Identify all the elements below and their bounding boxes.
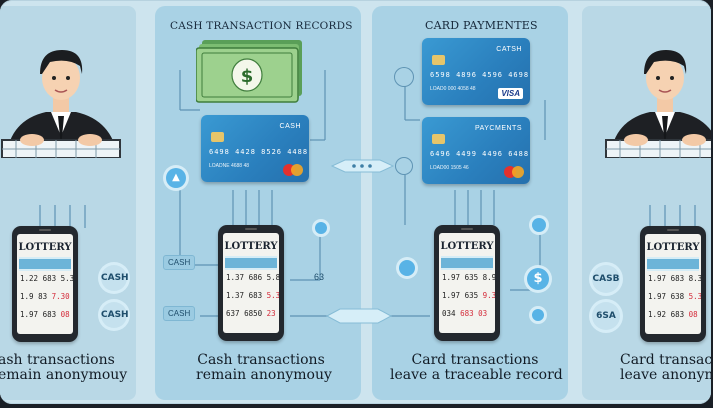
cash-panel-title: CASH TRANSACTION RECORDS (170, 20, 353, 32)
phone-screen: LOTTERY 1.97 683 8.30 1.97 638 5.30 1.92… (645, 234, 701, 334)
node-dot (532, 218, 546, 232)
ticket-row: 1.97 638 5.30 (648, 292, 701, 301)
card-holder: LOADNE 4688 48 (209, 163, 250, 169)
node-dot (532, 309, 544, 321)
card-label: CATSH (496, 46, 522, 53)
ticket-row: 034 683 03 (442, 309, 488, 318)
caption-line: remain anonymouy (196, 367, 332, 383)
ticket-row: 1.97 635 9.38 (442, 291, 495, 300)
caption-line: leave anonymou (620, 367, 711, 383)
card-number: 6498 4428 8526 4488 (209, 148, 309, 156)
card-holder: LOAD0 000 4058 48 (430, 86, 476, 92)
caption-line: Card transactions (411, 352, 539, 368)
clerk-illustration-right (600, 28, 711, 158)
cash-card: CASH 6498 4428 8526 4488 LOADNE 4688 48 (201, 115, 309, 182)
node-dot (315, 222, 327, 234)
visa-logo: VISA (498, 88, 523, 99)
screen-banner (647, 257, 699, 271)
phone-title: LOTTERY (646, 242, 700, 253)
phone-screen: LOTTERY 1.37 686 5.80 1.37 683 5.30 637 … (223, 233, 279, 333)
user-icon-cash: ▲ (166, 168, 186, 188)
check-icon (399, 260, 415, 276)
card-panel-title: CARD PAYMENTES (425, 19, 538, 32)
screen-banner (225, 256, 277, 270)
payments-card: PAYCMENTS 6496 4499 4496 6488 LOAD00 150… (422, 117, 530, 184)
mastercard-logo (504, 166, 524, 178)
lottery-phone-cash: LOTTERY 1.37 686 5.80 1.37 683 5.30 637 … (218, 225, 284, 341)
cash-bubble: CASH (101, 265, 129, 291)
phone-notch (461, 228, 473, 230)
cash-bubble-2: CASH (101, 302, 129, 328)
ticket-row: 1.97 683 8.30 (648, 274, 701, 283)
cash-tag-top: CASH (163, 255, 196, 270)
card-chip (211, 132, 224, 142)
caption-line: Cash transactions (197, 352, 325, 368)
caption-cash: Cash transactions remain anonymouy (196, 352, 332, 383)
visa-card: CATSH 6598 4896 4596 4698 LOAD0 000 4058… (422, 38, 530, 105)
card-label: PAYCMENTS (474, 125, 522, 132)
caption-line: emain anonymouy (0, 367, 128, 383)
caption-left: ash transactions emain anonymouy (0, 353, 127, 383)
phone-screen: LOTTERY 1.22 683 5.30 1.9 83 7.30 1.97 6… (17, 234, 73, 334)
card-number: 6496 4499 4496 6488 (430, 150, 530, 158)
caption-line: leave a traceable record (390, 367, 563, 383)
phone-screen: LOTTERY 1.97 635 8.95 1.97 635 9.38 034 … (439, 233, 495, 333)
caption-card: Card transactions leave a traceable reco… (390, 352, 563, 383)
card-holder: LOAD00 1505 46 (430, 165, 469, 171)
phone-notch (245, 228, 257, 230)
cash-bubble-right: CASB (592, 265, 620, 293)
caption-line: Card transacti (620, 352, 711, 368)
ticket-row: 1.37 686 5.80 (226, 273, 279, 282)
lottery-phone-left: LOTTERY 1.22 683 5.30 1.9 83 7.30 1.97 6… (12, 226, 78, 342)
caption-right: Card transacti leave anonymou (620, 353, 711, 383)
mastercard-logo (283, 164, 303, 176)
cash-tag-bottom: CASH (163, 306, 196, 321)
clerk-illustration-left (0, 28, 126, 158)
card-chip (432, 134, 445, 144)
ticket-row: 1.97 683 08 (20, 310, 70, 319)
dollar-symbol: $ (241, 66, 254, 87)
ticket-row: 1.37 683 5.30 (226, 291, 279, 300)
ticket-row: 1.22 683 5.30 (20, 274, 73, 283)
lottery-phone-card: LOTTERY 1.97 635 8.95 1.97 635 9.38 034 … (434, 225, 500, 341)
card-chip (432, 55, 445, 65)
phone-title: LOTTERY (224, 241, 278, 252)
card-label: CASH (279, 123, 301, 130)
phone-notch (39, 229, 51, 231)
screen-banner (19, 257, 71, 271)
ticket-row: 1.97 635 8.95 (442, 273, 495, 282)
link-node-icon (396, 158, 412, 174)
phone-title: LOTTERY (18, 242, 72, 253)
screen-banner (441, 256, 493, 270)
lottery-phone-right: LOTTERY 1.97 683 8.30 1.97 638 5.30 1.92… (640, 226, 706, 342)
cash-bills-illustration: $ (195, 38, 306, 104)
ticket-row: 1.92 683 08 (648, 310, 698, 319)
dollar-icon: $ (527, 268, 549, 290)
phone-notch (667, 229, 679, 231)
cash-value: 63 (314, 272, 325, 282)
phone-title: LOTTERY (440, 241, 494, 252)
caption-line: ash transactions (0, 352, 115, 368)
ticket-row: 1.9 83 7.30 (20, 292, 70, 301)
fingerprint-icon (395, 68, 413, 86)
ticket-row: 637 6850 23 (226, 309, 276, 318)
cash-bubble-right-2: 6SA (592, 302, 620, 330)
card-number: 6598 4896 4596 4698 (430, 71, 530, 79)
